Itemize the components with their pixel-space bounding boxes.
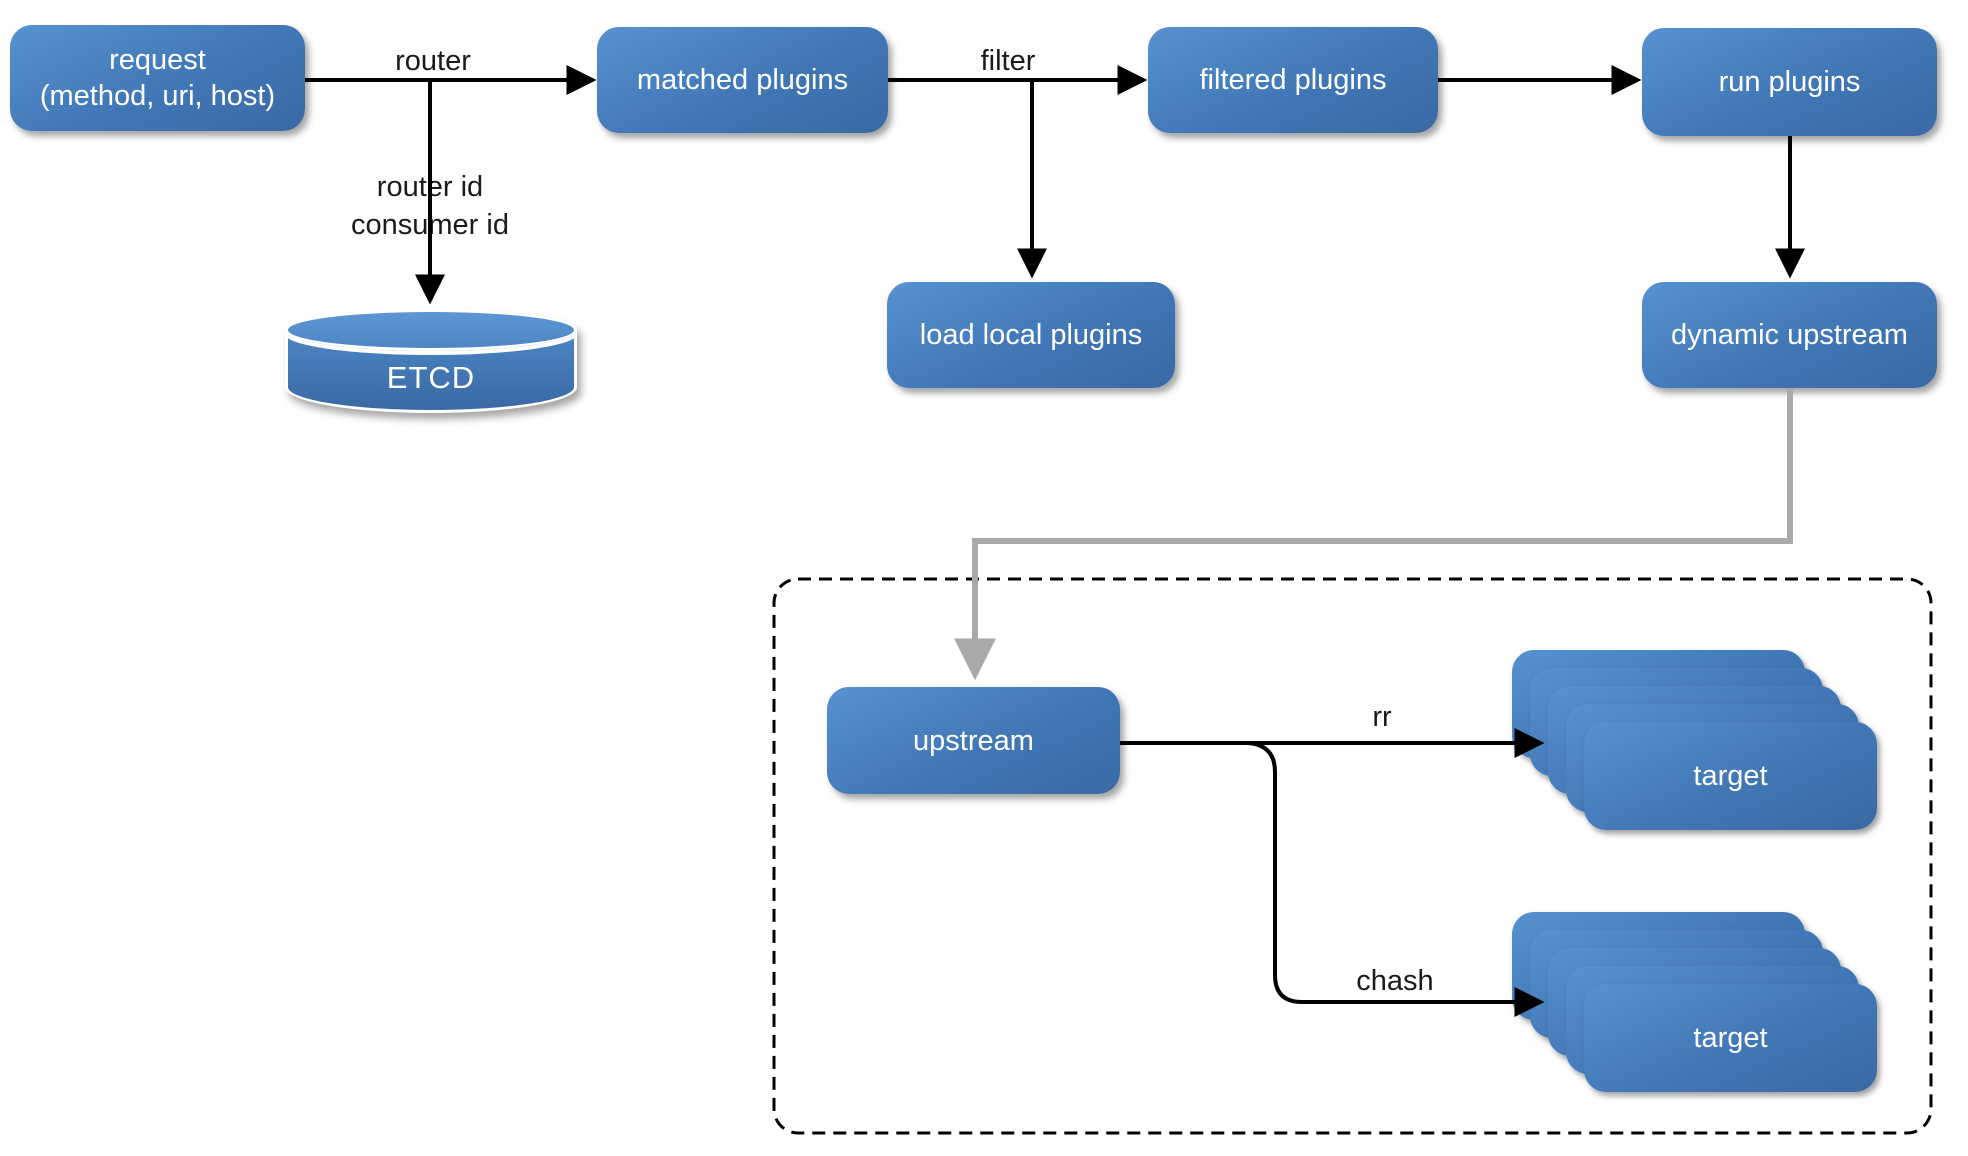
node-upstream: upstream xyxy=(827,687,1120,794)
edge-dynamic-upstream-to-upstream xyxy=(954,388,1793,681)
node-request: request (method, uri, host) xyxy=(10,25,305,131)
edge-label-router: router xyxy=(395,45,471,77)
target-card-front: target xyxy=(1584,722,1877,830)
edge-label-filter: filter xyxy=(980,45,1036,77)
node-run-plugins-label: run plugins xyxy=(1718,66,1861,98)
edge-label-chash: chash xyxy=(1356,965,1434,997)
target-stack-chash: target xyxy=(1512,912,1878,1093)
target-chash-label: target xyxy=(1693,1021,1768,1054)
node-run-plugins: run plugins xyxy=(1642,28,1937,136)
target-card-front: target xyxy=(1584,984,1877,1092)
edge-label-ids: router id consumer id xyxy=(351,168,509,244)
node-load-local-plugins-label: load local plugins xyxy=(919,319,1143,351)
etcd-cylinder-top-ellipse xyxy=(285,309,577,351)
node-etcd-database-cylinder: ETCD xyxy=(285,309,577,413)
node-filtered-plugins-label: filtered plugins xyxy=(1199,64,1387,96)
edge-label-rr: rr xyxy=(1372,701,1392,733)
node-matched-plugins: matched plugins xyxy=(597,27,888,133)
edge-label-consumer-id: consumer id xyxy=(351,209,509,241)
node-request-line1: request xyxy=(109,44,206,76)
node-etcd-label: ETCD xyxy=(386,360,476,395)
target-stack-rr: target xyxy=(1512,650,1878,831)
node-matched-plugins-label: matched plugins xyxy=(636,64,849,96)
node-request-line2: (method, uri, host) xyxy=(39,80,276,112)
target-rr-label: target xyxy=(1693,759,1768,792)
node-upstream-label: upstream xyxy=(913,724,1034,757)
node-dynamic-upstream: dynamic upstream xyxy=(1642,282,1937,388)
edge-label-router-id: router id xyxy=(376,171,484,203)
node-dynamic-upstream-label: dynamic upstream xyxy=(1671,319,1908,351)
node-load-local-plugins: load local plugins xyxy=(887,282,1175,388)
node-filtered-plugins: filtered plugins xyxy=(1148,27,1438,133)
